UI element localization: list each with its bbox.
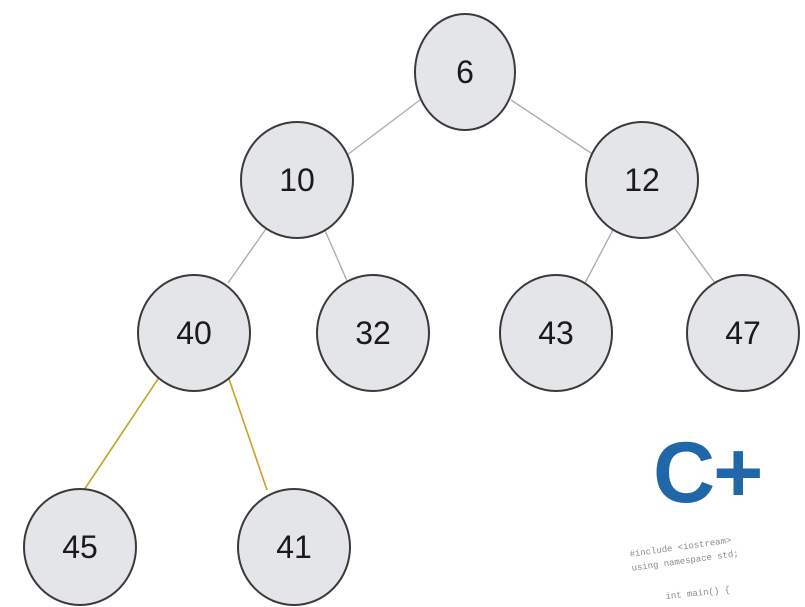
tree-node-circle [585, 121, 699, 239]
tree-edge-n6-n12 [510, 99, 595, 156]
tree-edge-n10-n40 [227, 225, 269, 284]
tree-node-label: 10 [279, 162, 315, 198]
tree-node-circle [240, 121, 354, 239]
tree-node-label: 12 [624, 162, 660, 198]
tree-edge-n40-n41 [227, 375, 268, 491]
tree-node-10: 10 [240, 121, 354, 239]
tree-node-41: 41 [237, 488, 351, 606]
tree-node-circle [414, 13, 516, 131]
tree-node-label: 47 [725, 315, 761, 351]
cpp-logo-text: C+ [653, 430, 763, 521]
tree-node-circle [316, 274, 430, 392]
tree-node-47: 47 [686, 274, 800, 392]
tree-edge-n12-n47 [672, 225, 716, 284]
tree-node-label: 43 [538, 315, 574, 351]
tree-node-circle [23, 488, 137, 606]
tree-node-label: 45 [62, 529, 98, 565]
tree-node-circle [499, 274, 613, 392]
tree-node-circle [137, 274, 251, 392]
tree-node-circle [237, 488, 351, 606]
logo-code-line: int main() { [665, 585, 731, 602]
cpp-logo: C+ #include <iostream> using namespace s… [625, 430, 805, 607]
tree-node-label: 41 [276, 529, 312, 565]
tree-edge-n10-n32 [322, 225, 349, 284]
tree-node-label: 6 [456, 54, 474, 90]
tree-node-43: 43 [499, 274, 613, 392]
tree-node-label: 32 [355, 315, 391, 351]
tree-node-32: 32 [316, 274, 430, 392]
tree-node-45: 45 [23, 488, 137, 606]
tree-edge-n40-n45 [83, 375, 161, 491]
tree-node-40: 40 [137, 274, 251, 392]
tree-node-12: 12 [585, 121, 699, 239]
tree-node-circle [686, 274, 800, 392]
tree-edge-n6-n10 [346, 99, 421, 156]
tree-node-6: 6 [414, 13, 516, 131]
tree-edge-n12-n43 [584, 225, 616, 284]
tree-node-label: 40 [176, 315, 212, 351]
